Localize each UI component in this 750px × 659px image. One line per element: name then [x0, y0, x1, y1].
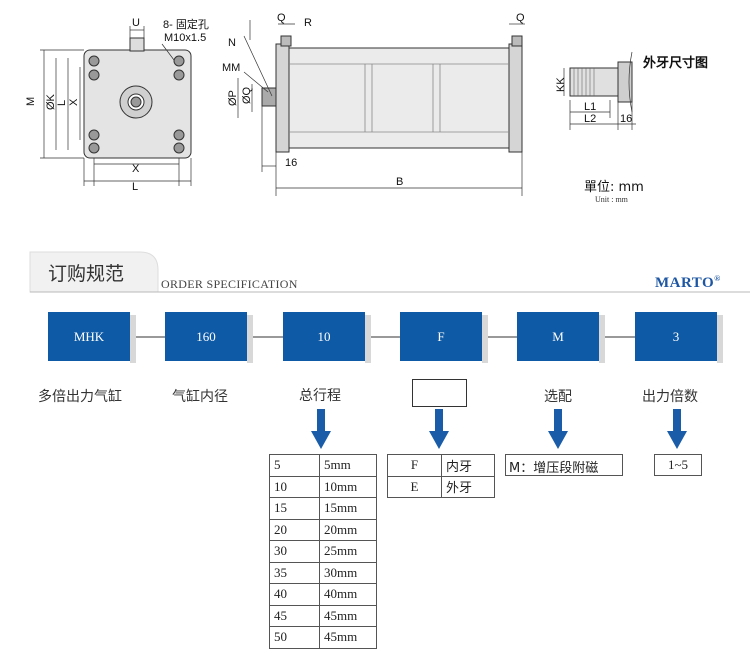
label-stroke: 总行程	[299, 388, 341, 404]
code-box-ratio: 3	[635, 312, 717, 361]
code-box-model: MHK	[48, 312, 130, 361]
dim-q-right: Q	[516, 12, 525, 24]
side-view: Q R N MM ØP ØQ 16 B Q	[222, 12, 525, 196]
label-ratio: 出力倍数	[642, 389, 698, 405]
code-box-thread: F	[400, 312, 482, 361]
dim-16: 16	[285, 157, 297, 169]
brand-logo: MARTO®	[655, 274, 721, 292]
arrow-thread-icon	[429, 409, 449, 449]
dim-mm: MM	[222, 62, 240, 74]
table-cell: F	[387, 454, 442, 477]
dim-x-bottom: X	[132, 163, 140, 175]
table-cell: 40mm	[319, 583, 377, 606]
thread-title: 外牙尺寸图	[642, 55, 708, 71]
dim-l2: L2	[584, 113, 596, 125]
table-cell: 45mm	[319, 626, 377, 649]
label-thread-blank	[412, 379, 467, 407]
down-arrows	[311, 409, 687, 449]
dim-thread-16: 16	[620, 113, 632, 125]
table-cell: 45mm	[319, 604, 377, 627]
table-cell: 45	[269, 604, 320, 627]
brand-name: MARTO	[655, 275, 715, 291]
label-bore: 气缸内径	[172, 389, 228, 405]
ratio-box: 1~5	[654, 454, 702, 476]
table-cell: 10mm	[319, 475, 377, 498]
unit-cn: 單位: mm	[584, 180, 644, 195]
brand-mark: ®	[714, 274, 721, 283]
code-box-option: M	[517, 312, 599, 361]
table-cell: 5	[269, 454, 320, 477]
table-cell: 30mm	[319, 561, 377, 584]
dim-n: N	[228, 37, 236, 49]
dim-b: B	[396, 176, 403, 188]
code-box-stroke: 10	[283, 312, 365, 361]
table-cell: 20mm	[319, 518, 377, 541]
arrow-ratio-icon	[667, 409, 687, 449]
table-cell: 10	[269, 475, 320, 498]
dim-q2: ØQ	[241, 86, 253, 104]
table-cell: 50	[269, 626, 320, 649]
front-view: U 8- 固定孔 M10x1.5 M ØK L X X L	[25, 17, 209, 193]
table-cell: 25mm	[319, 540, 377, 563]
table-cell: 内牙	[441, 454, 495, 477]
thread-detail-view: 外牙尺寸图 KK L1 L2 16	[555, 51, 708, 130]
code-box-bore: 160	[165, 312, 247, 361]
hole-label: 8- 固定孔	[163, 17, 209, 31]
dim-k: ØK	[45, 93, 57, 110]
code-connectors	[130, 315, 723, 363]
table-cell: 15mm	[319, 497, 377, 520]
dim-r: R	[304, 17, 312, 29]
dim-l-bottom: L	[132, 181, 138, 193]
table-cell: 20	[269, 518, 320, 541]
table-cell: E	[387, 475, 442, 498]
section-header-bg	[29, 251, 750, 293]
dim-l-left: L	[56, 100, 68, 106]
dim-u: U	[132, 17, 140, 29]
technical-drawing: U 8- 固定孔 M10x1.5 M ØK L X X L Q	[25, 12, 708, 196]
label-option: 选配	[544, 389, 572, 405]
table-cell: 30	[269, 540, 320, 563]
section-subtitle: ORDER SPECIFICATION	[161, 277, 298, 291]
hole-spec: M10x1.5	[164, 32, 206, 44]
table-cell: 5mm	[319, 454, 377, 477]
arrow-option-icon	[548, 409, 568, 449]
dim-m: M	[25, 97, 37, 106]
dim-q-left: Q	[277, 12, 286, 24]
unit-en: Unit : mm	[595, 195, 628, 204]
section-title: 订购规范	[48, 263, 125, 285]
table-cell: 15	[269, 497, 320, 520]
arrow-stroke-icon	[311, 409, 331, 449]
label-model: 多倍出力气缸	[38, 389, 122, 405]
dim-kk: KK	[555, 77, 567, 92]
option-box: M：增压段附磁	[505, 454, 623, 476]
table-cell: 35	[269, 561, 320, 584]
dim-p: ØP	[227, 90, 239, 106]
dim-l1: L1	[584, 101, 596, 113]
table-cell: 40	[269, 583, 320, 606]
table-cell: 外牙	[441, 475, 495, 498]
dim-x-left: X	[68, 98, 80, 106]
